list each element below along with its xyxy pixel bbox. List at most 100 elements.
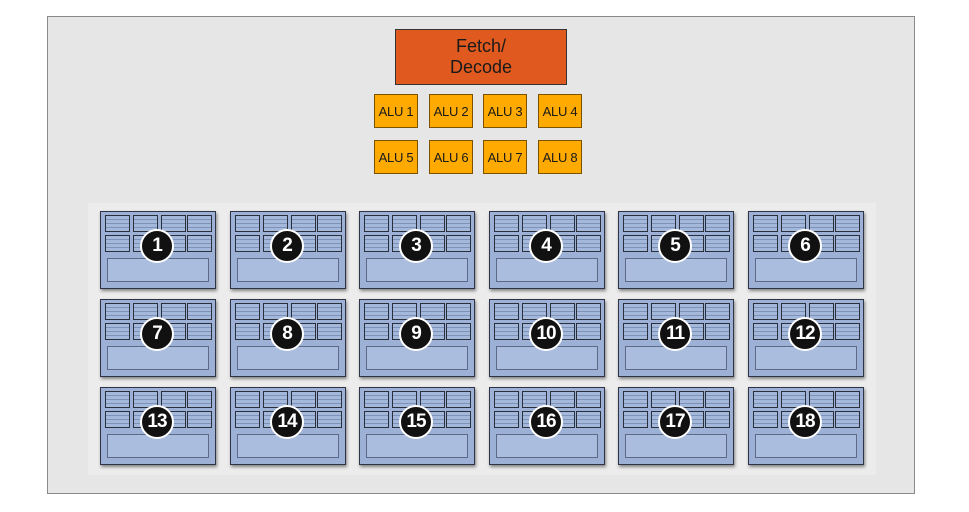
execution-context-12: 12 [748,299,864,377]
context-register [550,215,575,232]
context-register [105,323,130,340]
execution-context-4: 4 [489,211,605,289]
execution-context-17: 17 [618,387,734,465]
context-register [105,303,130,320]
context-register [550,303,575,320]
context-register [623,215,648,232]
alu-4: ALU 4 [538,94,582,128]
context-register [679,303,704,320]
context-register [705,235,730,252]
context-register [753,215,778,232]
context-number-badge: 5 [658,229,692,263]
context-register [364,323,389,340]
context-register [705,323,730,340]
context-register [494,303,519,320]
context-register [446,391,471,408]
context-register [835,215,860,232]
context-register [317,323,342,340]
context-register [753,391,778,408]
context-register [187,411,212,428]
context-register [494,323,519,340]
execution-context-2: 2 [230,211,346,289]
context-number-badge: 6 [788,229,822,263]
context-register [623,235,648,252]
context-register [576,411,601,428]
context-register [753,303,778,320]
context-register [753,411,778,428]
context-register [576,323,601,340]
context-register [522,303,547,320]
context-register [679,215,704,232]
context-register [187,235,212,252]
execution-context-1: 1 [100,211,216,289]
execution-context-9: 9 [359,299,475,377]
context-register [392,215,417,232]
context-register [235,235,260,252]
context-register [705,303,730,320]
context-register [623,411,648,428]
context-number-badge: 1 [140,229,174,263]
context-number-badge: 16 [529,405,563,439]
context-register [494,215,519,232]
context-register [187,391,212,408]
context-register [364,391,389,408]
context-register [291,215,316,232]
context-number-badge: 13 [140,405,174,439]
context-register [235,323,260,340]
context-register [187,303,212,320]
context-number-badge: 11 [658,317,692,351]
context-number-badge: 14 [270,405,304,439]
context-register [235,215,260,232]
context-register [446,235,471,252]
context-number-badge: 9 [399,317,433,351]
context-register [317,215,342,232]
context-register [187,323,212,340]
context-register [364,215,389,232]
context-register [392,391,417,408]
context-register [753,323,778,340]
context-register [623,323,648,340]
context-register [651,391,676,408]
context-register [364,235,389,252]
context-register [623,391,648,408]
context-register [651,215,676,232]
context-register [705,411,730,428]
context-register [133,303,158,320]
context-register [187,215,212,232]
context-register [679,391,704,408]
context-number-badge: 8 [270,317,304,351]
context-register [364,303,389,320]
context-register [263,215,288,232]
alu-1: ALU 1 [374,94,418,128]
context-register [781,391,806,408]
context-register [576,391,601,408]
context-number-badge: 2 [270,229,304,263]
context-register [835,235,860,252]
context-register [781,303,806,320]
execution-context-3: 3 [359,211,475,289]
execution-context-18: 18 [748,387,864,465]
context-register [494,411,519,428]
context-register [550,391,575,408]
context-register [263,303,288,320]
context-register [446,411,471,428]
context-register [809,215,834,232]
context-register [522,215,547,232]
execution-context-7: 7 [100,299,216,377]
alu-5: ALU 5 [374,140,418,174]
context-number-badge: 4 [529,229,563,263]
fetch-decode-unit: Fetch/ Decode [395,29,567,85]
execution-context-13: 13 [100,387,216,465]
context-register [105,235,130,252]
execution-context-10: 10 [489,299,605,377]
context-register [835,323,860,340]
context-register [494,235,519,252]
context-register [105,391,130,408]
context-register [494,391,519,408]
context-register [161,303,186,320]
context-register [161,215,186,232]
context-number-badge: 18 [788,405,822,439]
context-register [835,303,860,320]
context-register [781,215,806,232]
alu-2: ALU 2 [429,94,473,128]
